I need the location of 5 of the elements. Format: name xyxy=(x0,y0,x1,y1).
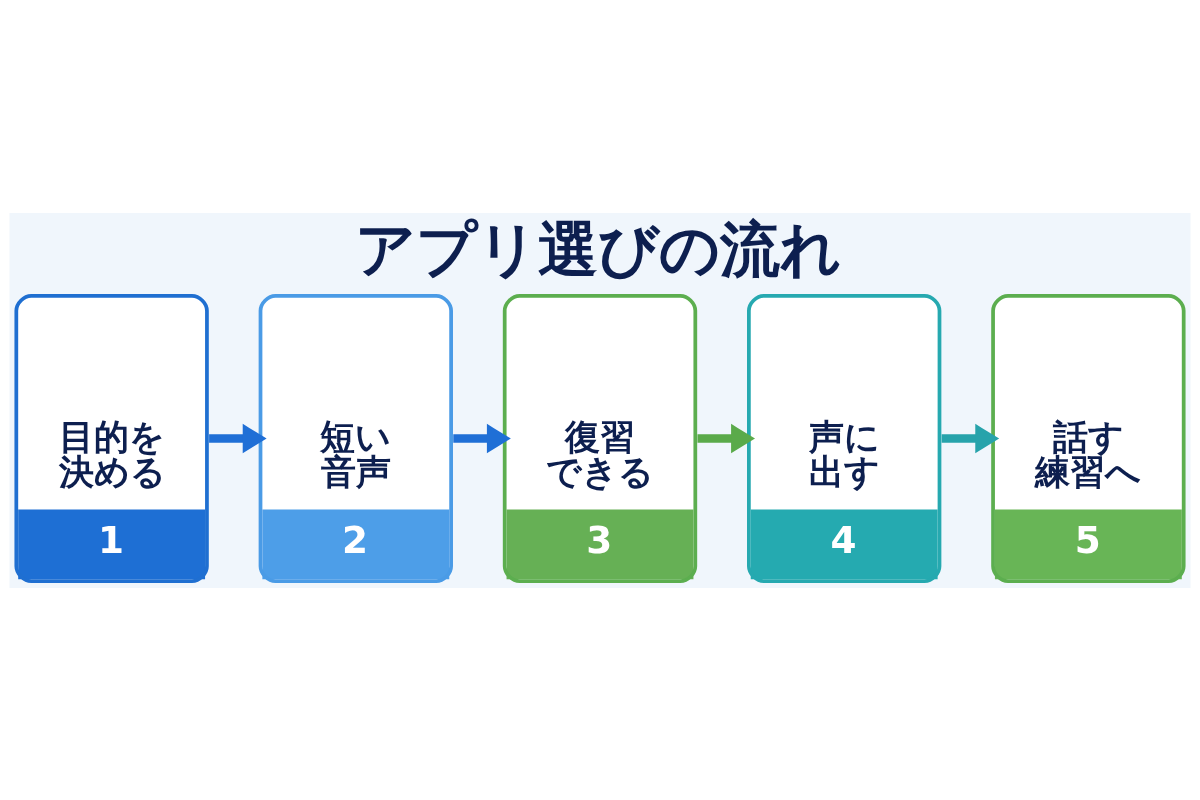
diagram-title: アプリ選びの流れ xyxy=(354,213,841,284)
arrow xyxy=(941,423,1000,453)
arrow xyxy=(209,423,267,453)
arrow xyxy=(453,423,511,453)
arrow xyxy=(697,423,755,453)
